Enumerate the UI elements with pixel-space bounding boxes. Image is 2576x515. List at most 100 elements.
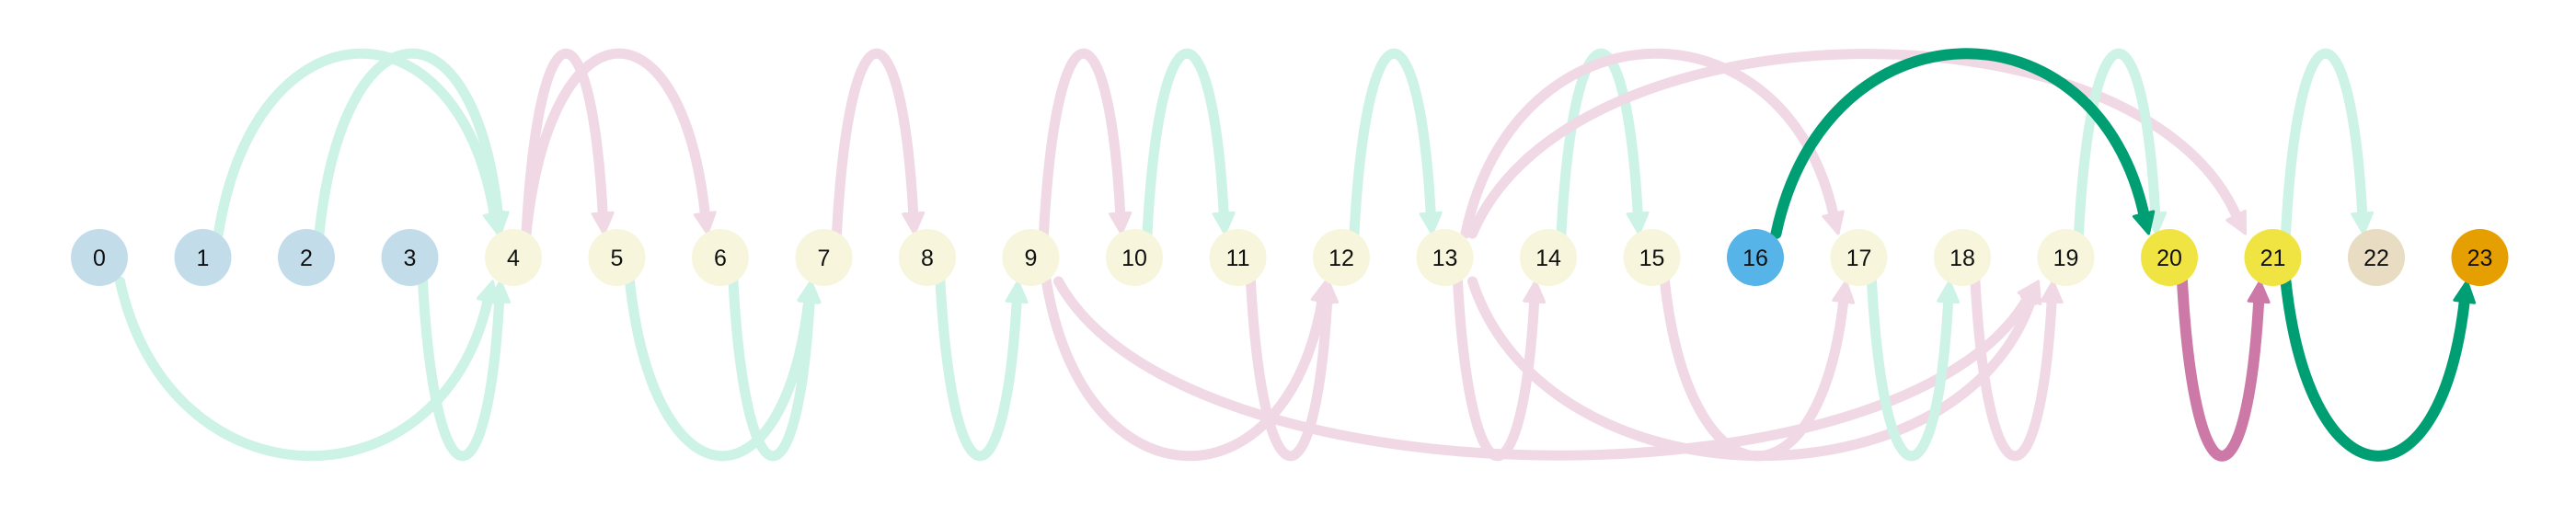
edge-4-to-6-arrowhead (693, 211, 717, 235)
edge-21-to-23 (2280, 276, 2471, 462)
node-19: 19 (2037, 229, 2095, 286)
node-2-circle (278, 229, 335, 286)
edge-9-to-12 (1041, 276, 1328, 462)
edge-20-to-21-arrowhead (2247, 280, 2271, 304)
edge-4-to-6 (521, 48, 711, 239)
edge-7-to-8-arrowhead (902, 211, 926, 235)
edge-19-to-20 (2074, 48, 2161, 239)
edge-12-to-13 (1349, 48, 1436, 239)
node-9-circle (1002, 229, 1060, 286)
node-0-circle (71, 229, 128, 286)
node-15-circle (1623, 229, 1681, 286)
node-22-circle (2348, 229, 2405, 286)
edge-9-to-10-arrowhead (1109, 211, 1133, 235)
node-11-label: 11 (1226, 246, 1250, 271)
edge-3-to-4 (418, 276, 505, 462)
node-13: 13 (1416, 229, 1474, 286)
edge-18-to-19 (1970, 276, 2057, 462)
edge-18-to-19-arrowhead (2040, 280, 2064, 304)
node-14: 14 (1520, 229, 1577, 286)
node-17: 17 (1830, 229, 1888, 286)
node-3-circle (381, 229, 439, 286)
edge-21-to-23-arrowhead (2453, 280, 2477, 304)
node-7-label: 7 (818, 246, 831, 271)
node-23-label: 23 (2467, 246, 2493, 271)
node-21-label: 21 (2260, 246, 2286, 271)
edge-9-to-10 (1039, 48, 1126, 239)
edge-5-to-7 (625, 276, 814, 462)
edge-4-to-5-arrowhead (591, 211, 615, 235)
node-19-label: 19 (2053, 246, 2079, 271)
node-15-label: 15 (1639, 246, 1665, 271)
node-10-label: 10 (1121, 246, 1147, 271)
node-10-circle (1106, 229, 1163, 286)
edges-layer (115, 48, 2477, 462)
node-23-circle (2451, 229, 2509, 286)
node-7-circle (795, 229, 853, 286)
node-17-label: 17 (1846, 246, 1872, 271)
node-18-label: 18 (1949, 246, 1975, 271)
node-10: 10 (1106, 229, 1163, 286)
edge-7-to-8 (832, 48, 919, 239)
edge-17-to-18 (1867, 276, 1954, 462)
edge-14-to-15-arrowhead (1626, 211, 1650, 235)
edge-13-to-21 (1467, 49, 2243, 239)
node-16-circle (1727, 229, 1784, 286)
node-11: 11 (1209, 229, 1267, 286)
node-4-label: 4 (507, 246, 520, 271)
edge-8-to-9-arrowhead (1005, 280, 1029, 304)
edge-15-to-17-arrowhead (1832, 280, 1856, 304)
node-8-circle (899, 229, 956, 286)
edge-13-to-17-arrowhead (1822, 210, 1845, 235)
edge-1-to-4 (213, 48, 500, 239)
edge-2-to-4-arrowhead (486, 211, 510, 235)
node-12: 12 (1313, 229, 1370, 286)
edge-13-to-17 (1460, 48, 1840, 239)
node-15: 15 (1623, 229, 1681, 286)
edge-17-to-18-arrowhead (1937, 280, 1961, 304)
node-5-circle (588, 229, 646, 286)
edge-12-to-13-arrowhead (1419, 211, 1443, 235)
node-21-circle (2244, 229, 2302, 286)
edge-11-to-12-arrowhead (1316, 280, 1340, 304)
edge-6-to-7 (728, 276, 815, 462)
node-19-circle (2037, 229, 2095, 286)
edge-13-to-21-arrowhead (2225, 209, 2247, 235)
node-4: 4 (485, 229, 542, 286)
node-0: 0 (71, 229, 128, 286)
node-0-label: 0 (93, 246, 106, 271)
edge-10-to-11 (1142, 48, 1229, 239)
edge-16-to-20-arrowhead (2132, 210, 2156, 235)
node-6-label: 6 (714, 246, 727, 271)
node-8-label: 8 (921, 246, 934, 271)
edge-21-to-22-arrowhead (2351, 211, 2375, 235)
node-20: 20 (2141, 229, 2198, 286)
node-21: 21 (2244, 229, 2302, 286)
edge-2-to-4 (314, 48, 504, 239)
node-23: 23 (2451, 229, 2509, 286)
node-4-circle (485, 229, 542, 286)
node-3: 3 (381, 229, 439, 286)
edge-21-to-22 (2281, 48, 2368, 239)
node-6: 6 (692, 229, 749, 286)
node-13-circle (1416, 229, 1474, 286)
node-18-circle (1934, 229, 1991, 286)
node-8: 8 (899, 229, 956, 286)
node-22-label: 22 (2363, 246, 2389, 271)
node-1-label: 1 (197, 246, 210, 271)
node-11-circle (1209, 229, 1267, 286)
node-20-label: 20 (2156, 246, 2182, 271)
edge-16-to-20 (1770, 48, 2151, 239)
edge-4-to-5 (521, 48, 608, 239)
node-1-circle (174, 229, 232, 286)
edge-3-to-4-arrowhead (488, 280, 512, 304)
node-5-label: 5 (611, 246, 624, 271)
node-12-label: 12 (1328, 246, 1354, 271)
edge-13-to-14-arrowhead (1523, 280, 1547, 304)
edge-14-to-15 (1556, 48, 1643, 239)
node-20-circle (2141, 229, 2198, 286)
node-9-label: 9 (1025, 246, 1038, 271)
node-3-label: 3 (404, 246, 417, 271)
